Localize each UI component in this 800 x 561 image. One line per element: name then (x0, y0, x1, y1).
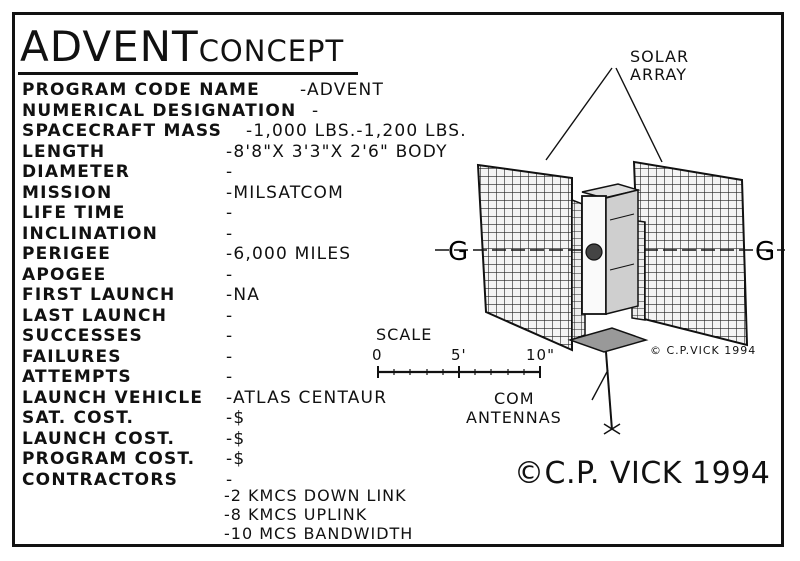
solar-array-label-1: SOLAR (630, 47, 690, 66)
body-detail-1 (609, 213, 635, 221)
title-sub: CONCEPT (198, 34, 345, 68)
spec-label: SAT. COST. (22, 408, 135, 428)
spec-label: SUCCESSES (22, 326, 143, 346)
spec-label: PERIGEE (22, 244, 112, 264)
spec-label: CONTRACTORS (22, 470, 179, 490)
antenna-leader (591, 369, 609, 401)
antenna-mast (605, 351, 613, 431)
spec-value: -$ (226, 408, 246, 428)
spec-value: - (226, 306, 234, 326)
note-downlink: -2 KMCS DOWN LINK (224, 486, 407, 505)
note-uplink: -8 KMCS UPLINK (224, 505, 368, 524)
scale-title: SCALE (376, 325, 433, 344)
copyright: ©C.P. VICK 1994 (514, 456, 771, 491)
solar-array-label-2: ARRAY (630, 65, 688, 84)
scale-label-0: 0 (372, 346, 383, 364)
solar-leader-left (545, 67, 613, 161)
spec-label: DIAMETER (22, 162, 131, 182)
spec-label: ATTEMPTS (22, 367, 132, 387)
spec-label: FIRST LAUNCH (22, 285, 176, 305)
axis-marker-left: G (448, 237, 468, 267)
spec-value: - (226, 162, 234, 182)
spec-value: -1,000 LBS.-1,200 LBS. (246, 121, 467, 141)
spec-value: - (226, 367, 234, 387)
spec-label: LAST LAUNCH (22, 306, 168, 326)
spec-value: -8'8"X 3'3"X 2'6" BODY (226, 142, 448, 162)
scale-minor-ticks (393, 369, 525, 375)
spec-value: - (226, 203, 234, 223)
spec-label: INCLINATION (22, 224, 159, 244)
small-credit: © C.P.VICK 1994 (650, 344, 757, 357)
spacecraft-sensor (585, 243, 603, 261)
spec-label: PROGRAM COST. (22, 449, 196, 469)
drawing-title: ADVENTCONCEPT (20, 22, 344, 71)
antenna-tip-b (603, 423, 621, 435)
spacecraft-body-side (605, 189, 639, 315)
spec-value: - (312, 101, 320, 121)
spec-label: APOGEE (22, 265, 107, 285)
spec-value: -$ (226, 449, 246, 469)
spec-value: -6,000 MILES (226, 244, 352, 264)
solar-panel-right (632, 160, 749, 347)
drawing-frame (12, 12, 784, 547)
spec-value: - (226, 470, 234, 490)
spec-label: FAILURES (22, 347, 122, 367)
spec-value: - (226, 347, 234, 367)
spec-value: -ATLAS CENTAUR (226, 388, 388, 408)
spec-label: LAUNCH COST. (22, 429, 176, 449)
spec-value: - (226, 224, 234, 244)
title-underline (18, 72, 358, 75)
note-bandwidth: -10 MCS BANDWIDTH (224, 524, 414, 543)
spec-label: PROGRAM CODE NAME (22, 80, 260, 100)
scale-label-5: 5' (451, 346, 467, 364)
spec-value: -NA (226, 285, 261, 305)
spec-label: LAUNCH VEHICLE (22, 388, 204, 408)
scale-label-10: 10" (526, 346, 555, 364)
solar-panel-left (476, 163, 573, 352)
axis-marker-right: G (755, 237, 775, 267)
spec-label: SPACECRAFT MASS (22, 121, 223, 141)
body-detail-2 (609, 263, 635, 271)
spec-value: -ADVENT (300, 80, 385, 100)
spec-value: - (226, 326, 234, 346)
com-antennas-label-1: COM (494, 389, 535, 408)
com-antennas-label-2: ANTENNAS (466, 408, 562, 427)
antenna-platform (567, 327, 649, 353)
spec-value: -$ (226, 429, 246, 449)
solar-leader-right (615, 67, 663, 163)
title-main: ADVENT (20, 22, 199, 71)
spec-label: LIFE TIME (22, 203, 126, 223)
spec-label: NUMERICAL DESIGNATION (22, 101, 297, 121)
spec-label: MISSION (22, 183, 113, 203)
spec-value: -MILSATCOM (226, 183, 345, 203)
spec-value: - (226, 265, 234, 285)
spec-label: LENGTH (22, 142, 106, 162)
